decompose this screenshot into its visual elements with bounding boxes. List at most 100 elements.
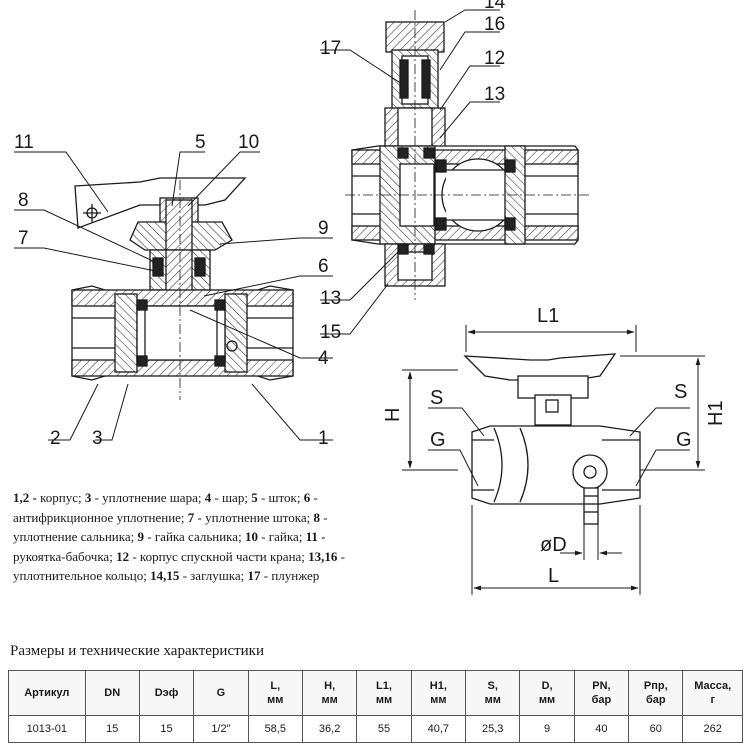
table-header-cell: Dэф	[138, 670, 195, 716]
callout-9: 9	[318, 218, 329, 239]
dim-S-right: S	[674, 381, 687, 403]
callout-7: 7	[18, 228, 29, 249]
legend-text: - заглушка;	[179, 568, 248, 583]
dim-L1: L1	[537, 305, 559, 327]
dim-D: øD	[540, 534, 567, 556]
legend-text: - уплотнение сальника;	[13, 509, 328, 545]
table-header-text: L1,	[376, 680, 392, 692]
dim-H: H	[382, 408, 404, 422]
callout-12: 12	[484, 48, 505, 69]
callout-2: 2	[50, 428, 61, 449]
legend-num: 10	[244, 529, 258, 544]
table-cell: 1/2"	[193, 715, 249, 743]
table-cell: 40,7	[410, 715, 467, 743]
table-cell: 36,2	[301, 715, 358, 743]
legend-text: - шар;	[211, 490, 252, 505]
dim-L: L	[548, 565, 559, 587]
left-section-view	[71, 177, 294, 400]
table-header-cell: L, мм	[247, 670, 303, 716]
table-title: Размеры и технические характеристики	[10, 643, 264, 659]
table-header-text: мм	[430, 694, 447, 706]
table-header-cell: DN	[84, 670, 140, 716]
legend-text: - корпус спускной части крана;	[129, 548, 309, 564]
dimension-labels: L1 H H1 S S G G øD L	[382, 305, 727, 587]
table-header-text: DN	[104, 687, 121, 699]
callout-1: 1	[318, 428, 329, 449]
legend-num: 12	[116, 548, 130, 564]
legend-text: - уплотнение шара;	[91, 490, 205, 505]
table-header-text: D,	[541, 680, 553, 692]
table-header-text: бар	[591, 694, 612, 706]
table-header-text: мм	[538, 694, 556, 706]
legend-text: - гайка сальника;	[144, 529, 245, 544]
table-header-text: Pпр,	[643, 680, 668, 692]
callout-10: 10	[238, 132, 259, 153]
table-header-text: H1,	[429, 680, 447, 692]
legend-num: 8	[313, 509, 321, 525]
table-cell: 58,5	[247, 715, 303, 743]
table-header-cell: D, мм	[519, 670, 575, 716]
table-header-text: Dэф	[154, 687, 179, 699]
table-header-text: г	[710, 694, 716, 706]
table-header-text: PN,	[592, 680, 611, 692]
legend-text: - рукоятка-бабочка;	[13, 529, 326, 564]
table-header-cell: Артикул	[8, 670, 86, 716]
drain-leaders	[320, 9, 500, 335]
legend-text: - антифрикционное уплотнение;	[13, 490, 318, 525]
callout-16: 16	[484, 14, 505, 35]
legend-text: - уплотнительное кольцо;	[13, 548, 346, 584]
callout-6: 6	[318, 256, 329, 277]
callout-13b: 13	[320, 288, 341, 309]
table-cell: 40	[573, 715, 630, 743]
callout-5: 5	[195, 132, 206, 153]
legend-text: - шток;	[257, 490, 304, 505]
table-header-text: H,	[324, 680, 336, 692]
callout-15: 15	[320, 322, 341, 343]
callout-11: 11	[14, 132, 34, 153]
callout-13: 13	[484, 84, 505, 105]
table-cell: 1013-01	[8, 715, 86, 743]
table-header-cell: Масса, г	[682, 670, 743, 716]
legend-num: 1,2 -	[13, 490, 37, 505]
table-header-cell: G	[193, 670, 249, 716]
table-cell: 55	[356, 715, 412, 743]
table-header-cell: H1, мм	[410, 670, 467, 716]
table-header-text: мм	[267, 694, 284, 706]
table-header-text: Масса,	[694, 680, 732, 692]
legend-num: 5	[251, 490, 258, 505]
table-header-text: L,	[270, 680, 281, 692]
legend-num: 9	[137, 529, 145, 544]
legend-text: - уплотнение штока;	[194, 509, 314, 525]
table-cell: 15	[138, 715, 195, 743]
callout-14: 14	[484, 0, 506, 13]
callout-4: 4	[318, 348, 329, 369]
legend-text: - плунжер	[260, 568, 320, 583]
legend-num: 14,15	[150, 568, 180, 583]
table-cell: 262	[682, 715, 743, 743]
exterior-view	[463, 353, 641, 525]
table-cell: 15	[84, 715, 140, 743]
table-cell: 60	[628, 715, 684, 743]
table-header-text: бар	[645, 694, 666, 706]
legend-num: 4	[204, 490, 212, 505]
table-header-text: мм	[375, 694, 393, 706]
legend-text: корпус;	[36, 490, 85, 505]
drain-callouts: 14 16 17 12 13 13 15	[320, 0, 506, 343]
table-header-text: G	[216, 687, 226, 699]
table-cell: 25,3	[465, 715, 521, 743]
dim-G-left: G	[430, 429, 446, 451]
legend-num: 13,16	[308, 548, 338, 564]
table-header-text: Артикул	[24, 687, 70, 699]
dimension-lines	[402, 325, 705, 595]
callout-3: 3	[92, 428, 103, 449]
dim-S-left: S	[430, 387, 443, 409]
table-header-text: S,	[487, 680, 498, 692]
table-header-cell: H,мм	[301, 670, 358, 716]
drain-section-view	[345, 10, 590, 300]
table-header-cell: Pпр, бар	[628, 670, 684, 716]
dim-H1: H1	[705, 400, 727, 426]
